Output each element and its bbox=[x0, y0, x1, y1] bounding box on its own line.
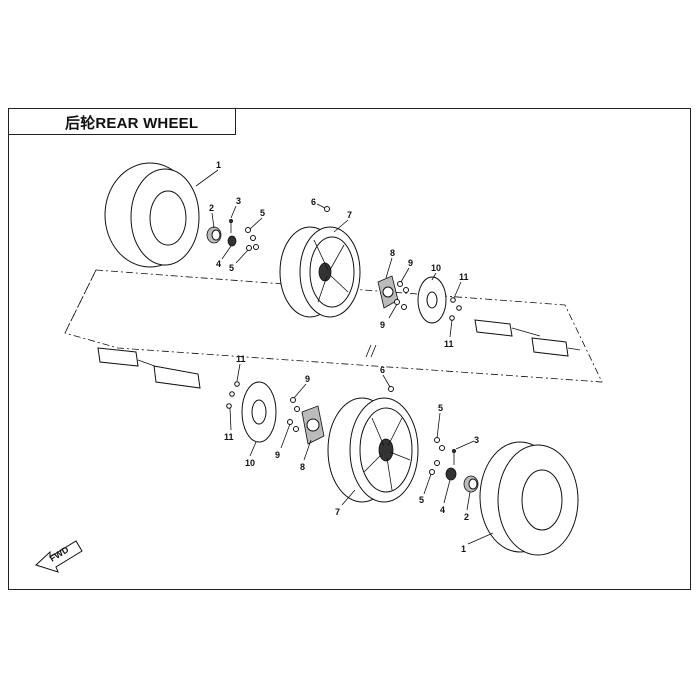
lower-brake-disc bbox=[241, 381, 277, 443]
callout-lower-bolt-2: 5 bbox=[419, 495, 424, 505]
lower-studs bbox=[287, 397, 300, 432]
callout-upper-hub: 8 bbox=[390, 248, 395, 258]
upper-hub bbox=[377, 275, 399, 309]
callout-upper-tire: 1 bbox=[216, 160, 221, 170]
callout-upper-rim: 7 bbox=[347, 210, 352, 220]
callout-lower-stud-top: 9 bbox=[305, 374, 310, 384]
lower-callouts: 11 11 10 9 9 8 6 7 5 3 5 4 2 1 bbox=[224, 354, 479, 554]
lower-valve bbox=[451, 448, 456, 465]
callout-upper-screw: 6 bbox=[311, 197, 316, 207]
callout-lower-hub: 8 bbox=[300, 462, 305, 472]
upper-brake-disc bbox=[417, 276, 447, 324]
upper-rim bbox=[279, 226, 361, 318]
upper-bolts bbox=[245, 227, 259, 251]
callout-lower-bolt-b: 11 bbox=[224, 432, 234, 442]
assembly-boundary bbox=[64, 269, 603, 383]
callout-lower-hub-cap: 2 bbox=[464, 512, 469, 522]
lower-leaders bbox=[229, 363, 494, 545]
diagram-frame bbox=[8, 108, 691, 590]
lower-nut bbox=[445, 467, 457, 481]
upper-callouts: 1 2 3 4 5 5 6 7 8 9 9 10 11 11 bbox=[209, 160, 469, 349]
callout-upper-nut: 4 bbox=[216, 259, 221, 269]
lower-screw bbox=[388, 386, 394, 392]
lower-bolts bbox=[429, 437, 445, 475]
callout-upper-disc: 10 bbox=[431, 263, 441, 273]
callout-upper-valve: 3 bbox=[236, 196, 241, 206]
callout-upper-bolt-b: 11 bbox=[444, 339, 454, 349]
callout-lower-screw: 6 bbox=[380, 365, 385, 375]
upper-screw bbox=[324, 206, 330, 212]
lower-disc-bolts bbox=[226, 381, 240, 409]
callout-lower-rim: 7 bbox=[335, 507, 340, 517]
callout-upper-stud-top: 9 bbox=[408, 258, 413, 268]
upper-tire bbox=[104, 162, 200, 268]
title-box bbox=[8, 108, 236, 135]
callout-lower-valve: 3 bbox=[474, 435, 479, 445]
callout-upper-bolt-a: 11 bbox=[459, 272, 469, 282]
callout-lower-bolt-a: 11 bbox=[236, 354, 246, 364]
callout-lower-bolt: 5 bbox=[438, 403, 443, 413]
callout-upper-bolt-bottom: 5 bbox=[229, 263, 234, 273]
lower-hub-cap bbox=[463, 475, 479, 493]
callout-lower-disc: 10 bbox=[245, 458, 255, 468]
callout-upper-bolt-top: 5 bbox=[260, 208, 265, 218]
lower-hub bbox=[301, 405, 325, 445]
callout-lower-tire: 1 bbox=[461, 544, 466, 554]
upper-disc-bolts bbox=[449, 297, 462, 321]
upper-studs bbox=[394, 281, 409, 310]
lower-rim bbox=[327, 397, 419, 503]
page-title: 后轮REAR WHEEL bbox=[65, 115, 199, 132]
upper-hub-cap bbox=[206, 226, 222, 244]
upper-leaders bbox=[195, 169, 462, 338]
lower-drive-shaft bbox=[97, 347, 201, 389]
upper-nut bbox=[227, 235, 237, 247]
callout-lower-stud-bottom: 9 bbox=[275, 450, 280, 460]
callout-upper-stud-bottom: 9 bbox=[380, 320, 385, 330]
fwd-arrow-icon: FWD bbox=[35, 540, 83, 573]
callout-upper-hub-cap: 2 bbox=[209, 203, 214, 213]
upper-valve bbox=[228, 218, 233, 233]
upper-drive-shaft bbox=[474, 319, 581, 357]
lower-tire bbox=[479, 441, 579, 556]
callout-lower-nut: 4 bbox=[440, 505, 445, 515]
